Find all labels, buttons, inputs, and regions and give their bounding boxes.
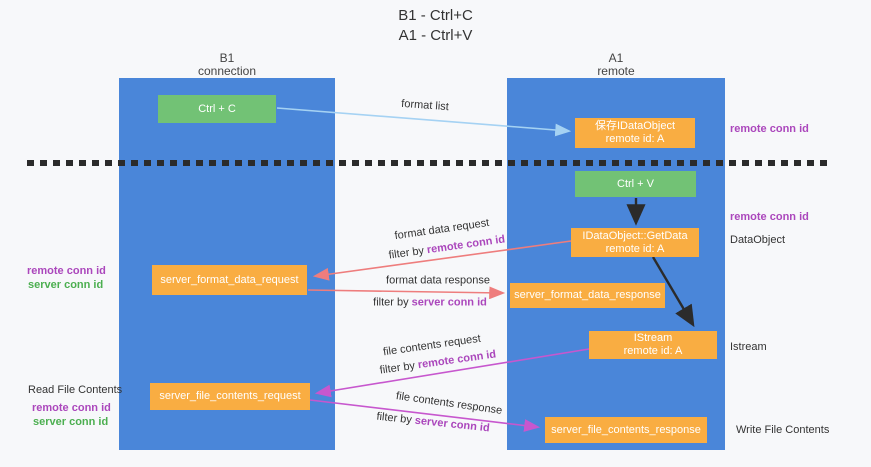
istream-side-label: Istream [730, 341, 767, 353]
diagram-title-line1: B1 - Ctrl+C [398, 7, 473, 24]
filter-by-text-3: filter by [378, 359, 419, 377]
getdata-label: IDataObject::GetData remote id: A [582, 230, 687, 256]
read-file-contents-label: Read File Contents [28, 384, 123, 396]
save-dataobject-line2: remote id: A [605, 133, 665, 145]
dataobject-label: DataObject [730, 234, 786, 246]
server-file-contents-response-node: server_file_contents_response [545, 417, 707, 443]
istream-node-label: IStream remote id: A [624, 332, 683, 358]
istream-line2: remote id: A [623, 345, 683, 357]
getdata-line1: IDataObject::GetData [582, 229, 688, 242]
server-file-contents-response-label: server_file_contents_response [551, 423, 701, 436]
server-format-data-response-node: server_format_data_response [510, 283, 665, 308]
save-dataobject-node: 保存IDataObject remote id: A [575, 118, 695, 148]
server-file-contents-request-label: server_file_contents_request [159, 390, 301, 402]
getdata-node: IDataObject::GetData remote id: A [571, 228, 699, 257]
save-dataobject-label: 保存IDataObject remote id: A [595, 120, 675, 146]
ctrl-c-label: Ctrl + C [198, 102, 236, 115]
ctrl-v-node: Ctrl + V [575, 171, 696, 197]
right-column-title: A1 [608, 51, 624, 65]
left-column-header: B1 connection [119, 52, 335, 78]
remote-conn-id-label-mid: remote conn id [730, 211, 809, 223]
left-column-subtitle: connection [197, 64, 257, 78]
ctrl-v-label: Ctrl + V [617, 177, 654, 190]
legend2-server-conn-id: server conn id [33, 416, 109, 428]
diagram-title: B1 - Ctrl+C A1 - Ctrl+V [0, 6, 871, 46]
filter-by-text-4: filter by [375, 410, 416, 427]
server-file-contents-request-node: server_file_contents_request [150, 383, 310, 410]
filter-by-text-2: filter by [373, 296, 412, 309]
legend2-remote-conn-id: remote conn id [32, 402, 111, 414]
filter-by-text-1: filter by [387, 244, 428, 262]
save-dataobject-line1: 保存IDataObject [594, 120, 676, 132]
istream-node: IStream remote id: A [589, 331, 717, 359]
legend1-server-conn-id: server conn id [28, 279, 104, 291]
format-data-response-label: format data response [386, 274, 490, 287]
right-column-header: A1 remote [507, 52, 725, 78]
server-format-data-request-label: server_format_data_request [160, 273, 299, 286]
getdata-line2: remote id: A [605, 242, 665, 255]
file-response-filter-label: filter by server conn id [376, 411, 490, 436]
left-column-title: B1 [219, 51, 235, 65]
istream-line1: IStream [633, 332, 673, 344]
format-list-label: format list [400, 97, 450, 114]
server-format-data-response-label: server_format_data_response [514, 289, 661, 301]
ctrl-c-node: Ctrl + C [158, 95, 276, 123]
server-conn-id-inline-2: server conn id [411, 296, 487, 309]
server-format-data-request-node: server_format_data_request [152, 265, 307, 295]
diagram-title-line2: A1 - Ctrl+V [398, 27, 473, 44]
format-response-arrow [307, 286, 506, 300]
server-conn-id-inline-4: server conn id [414, 414, 491, 435]
write-file-contents-label: Write File Contents [736, 424, 830, 436]
remote-conn-id-label-top: remote conn id [730, 123, 809, 135]
format-response-filter-label: filter by server conn id [373, 297, 487, 310]
right-column-subtitle: remote [597, 64, 635, 78]
legend1-remote-conn-id: remote conn id [27, 265, 106, 277]
